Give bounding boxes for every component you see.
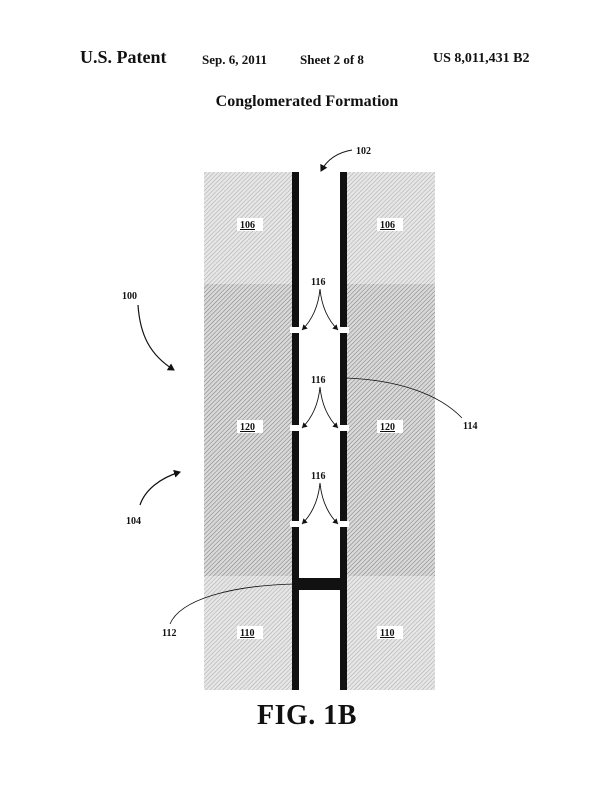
perforation-arrows-top (301, 288, 339, 331)
label-102: 102 (356, 146, 371, 157)
leader-104 (139, 469, 181, 506)
header-sheet: Sheet 2 of 8 (300, 52, 364, 67)
plug-112 (299, 578, 340, 590)
label-120-left: 120 (240, 422, 255, 433)
perforation-gap (338, 425, 349, 431)
label-116-bottom: 116 (311, 471, 325, 482)
label-106-right: 106 (380, 220, 395, 231)
label-116-middle: 116 (311, 375, 325, 386)
perforation-arrows-bottom (301, 482, 339, 525)
perforation-gap (290, 425, 301, 431)
figure-caption: FIG. 1B (257, 700, 357, 731)
leader-102 (320, 149, 353, 172)
perforation-gap (290, 327, 301, 333)
label-104: 104 (126, 516, 141, 527)
label-116-top: 116 (311, 277, 325, 288)
header-date: Sep. 6, 2011 (202, 52, 268, 67)
perforation-gap (290, 521, 301, 527)
label-120-right: 120 (380, 422, 395, 433)
label-110-right: 110 (380, 628, 394, 639)
perforation-gap (338, 521, 349, 527)
label-100: 100 (122, 291, 137, 302)
perforation-gap (338, 327, 349, 333)
perforation-arrows-middle (301, 386, 339, 429)
leader-114 (345, 377, 463, 419)
label-106-left: 106 (240, 220, 255, 231)
label-112: 112 (162, 628, 176, 639)
leader-100 (137, 304, 175, 371)
figure-title: Conglomerated Formation (215, 93, 399, 110)
label-114: 114 (463, 421, 477, 432)
leader-112 (169, 583, 299, 625)
header-patent-label: U.S. Patent (80, 47, 167, 67)
header-patent-number: US 8,011,431 B2 (433, 51, 530, 66)
label-110-left: 110 (240, 628, 254, 639)
